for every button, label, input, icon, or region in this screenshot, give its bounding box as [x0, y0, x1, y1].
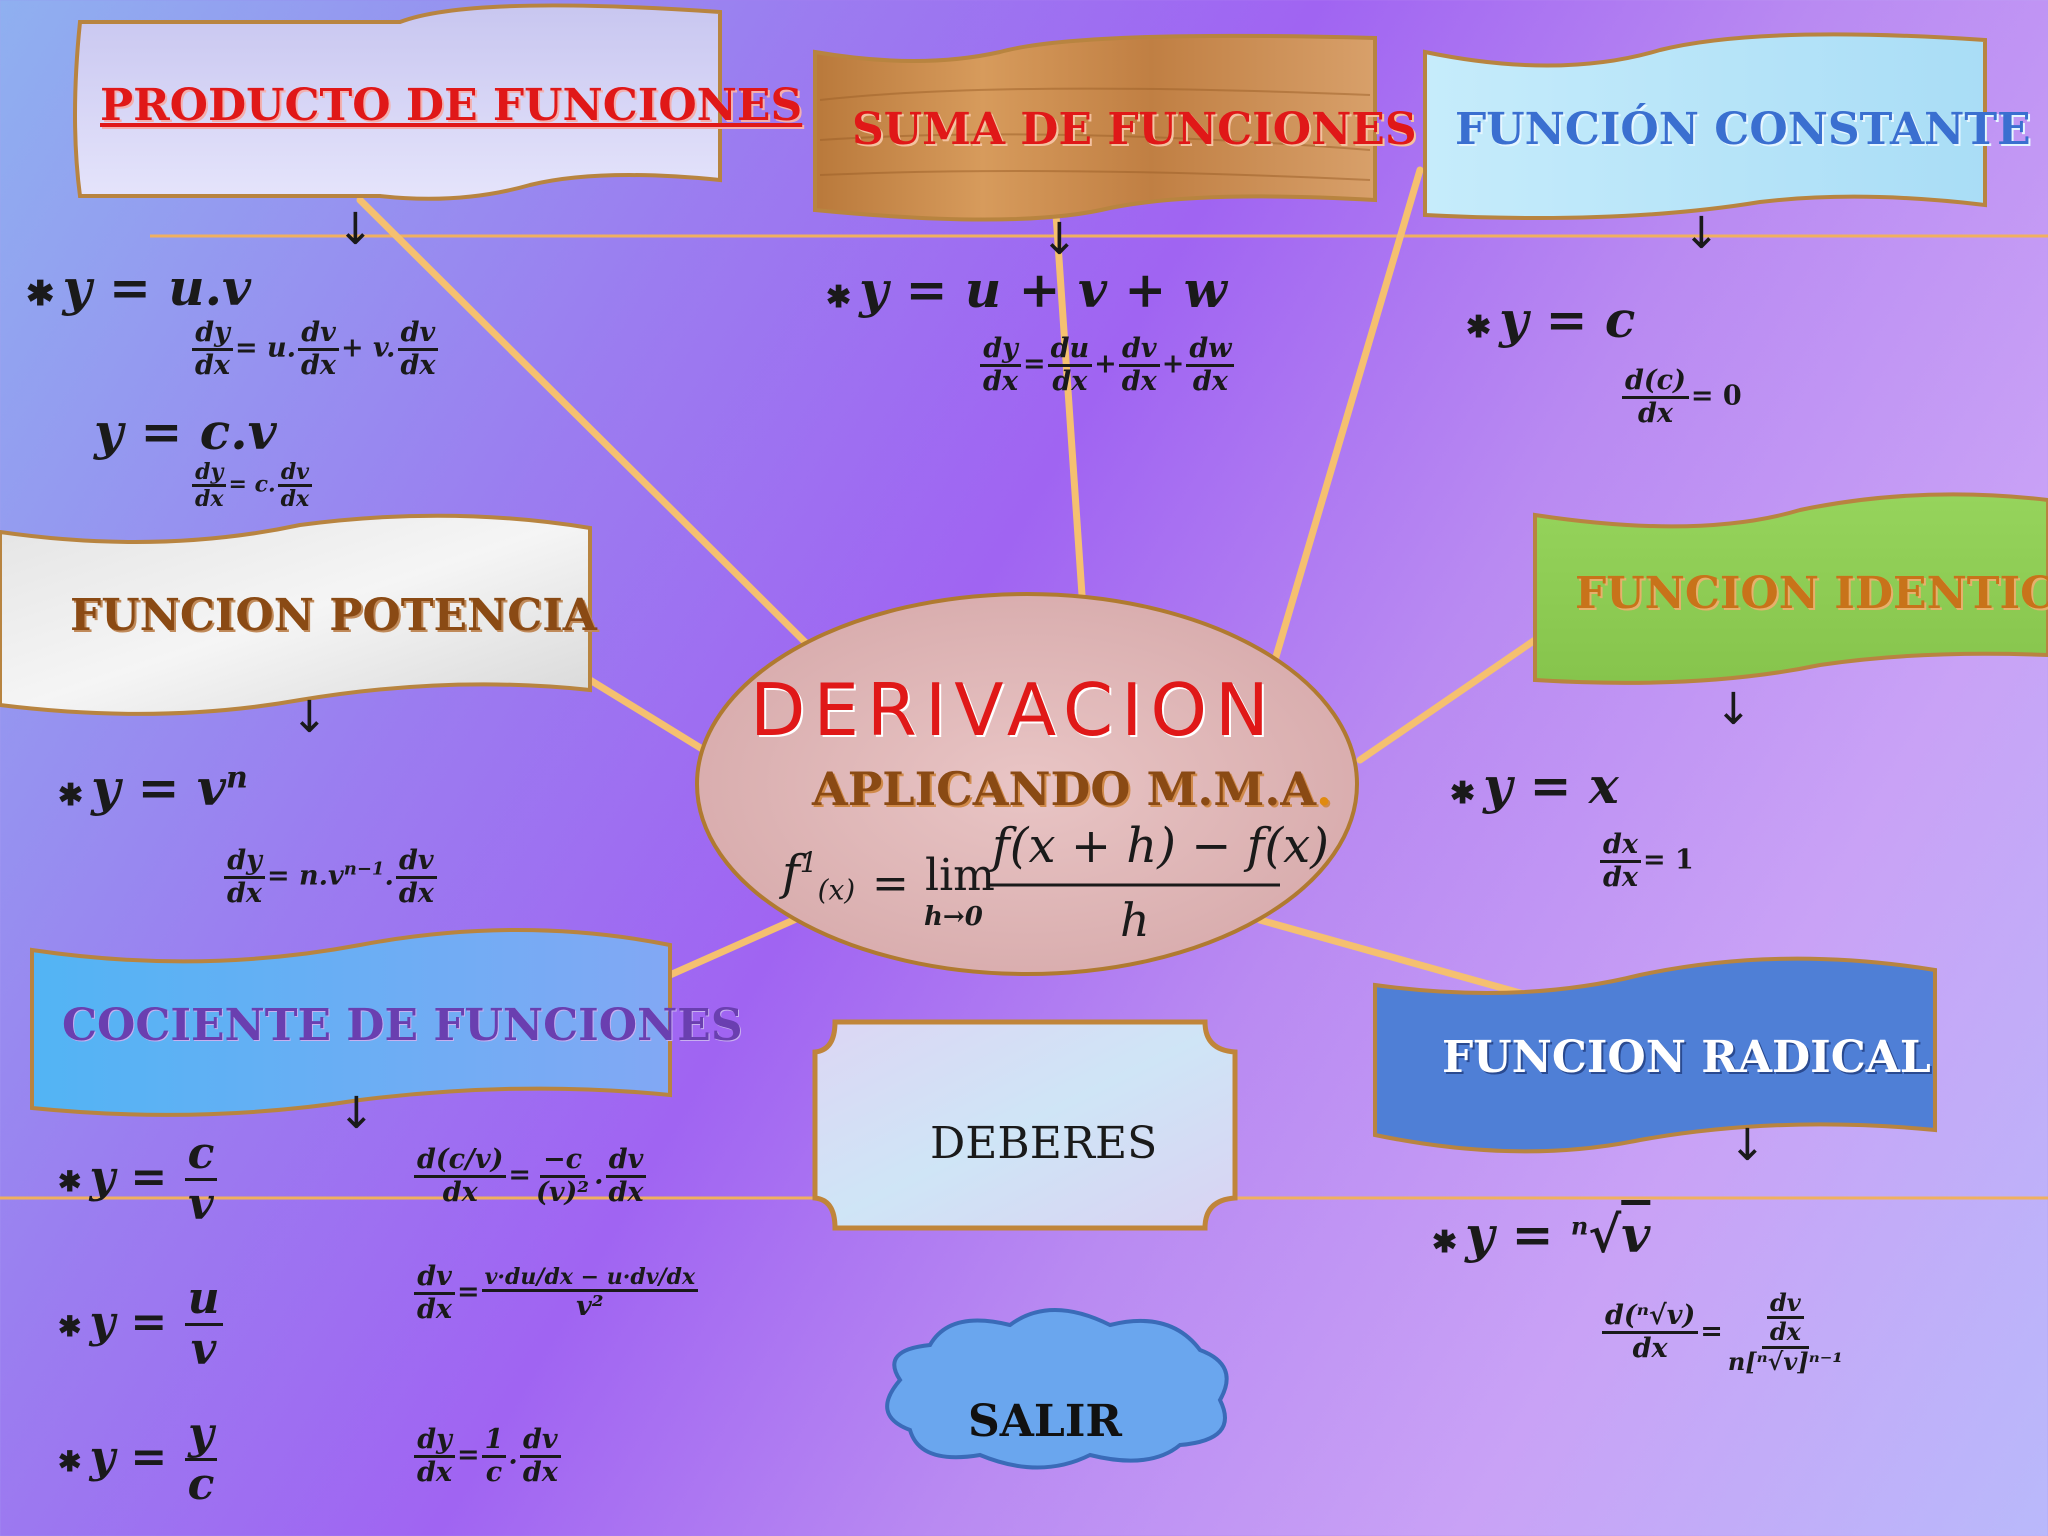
constante-banner — [1423, 32, 1987, 221]
cociente-banner — [30, 928, 672, 1117]
center-formula-numerator: f(x + h) − f(x) — [992, 818, 1329, 874]
center-formula-lim: lim — [925, 850, 995, 901]
bullet-icon: ✱ — [1432, 1225, 1458, 1260]
center-subtitle: APLICANDO M.M.A. — [812, 762, 1333, 816]
center-formula-denominator: h — [1120, 893, 1150, 947]
deberes-button[interactable]: DEBERES — [930, 1118, 1158, 1169]
center-formula-eq: = — [872, 858, 909, 909]
potencia-arrow-icon: ↓ — [291, 692, 328, 743]
radical-banner — [1373, 956, 1937, 1154]
producto-title[interactable]: PRODUCTO DE FUNCIONES — [100, 80, 803, 131]
salir-button[interactable]: SALIR — [968, 1396, 1122, 1447]
bullet-icon: ✱ — [1450, 776, 1476, 811]
identica-title[interactable]: FUNCION IDENTICA — [1575, 568, 2048, 619]
suma-title[interactable]: SUMA DE FUNCIONES — [852, 104, 1417, 155]
producto-eq2: y = c.v — [94, 402, 277, 461]
identica-eq1: ✱y = x — [1450, 756, 1619, 815]
cociente-title[interactable]: COCIENTE DE FUNCIONES — [62, 1000, 743, 1051]
cociente-arrow-icon: ↓ — [338, 1088, 375, 1139]
constante-arrow-icon: ↓ — [1683, 208, 1720, 259]
potencia-banner — [0, 513, 592, 716]
radical-eq1: ✱y = n√v — [1432, 1205, 1651, 1264]
deberes-plaque — [812, 1019, 1238, 1231]
bullet-icon: ✱ — [58, 1165, 82, 1199]
bullet-icon: ✱ — [26, 274, 55, 314]
bullet-icon: ✱ — [826, 280, 852, 315]
potencia-eq1: ✱y = vn — [58, 758, 248, 817]
suma-arrow-icon: ↓ — [1041, 214, 1078, 265]
center-formula-lim-sub: h→0 — [924, 902, 983, 932]
bullet-icon: ✱ — [58, 1310, 82, 1344]
center-formula-lhs: f1(x) — [782, 845, 856, 907]
potencia-title[interactable]: FUNCION POTENCIA — [70, 590, 597, 641]
constante-derivative: d(c)dx= 0 — [1620, 366, 1742, 428]
salir-cloud — [885, 1308, 1229, 1470]
identica-banner — [1533, 492, 2048, 685]
producto-arrow-icon: ↓ — [337, 204, 374, 255]
suma-eq1: ✱y = u + v + w — [826, 260, 1227, 319]
constante-title[interactable]: FUNCIÓN CONSTANTE — [1455, 104, 2031, 155]
identica-arrow-icon: ↓ — [1715, 684, 1752, 735]
suma-banner — [813, 33, 1377, 222]
center-title: DERIVACION — [750, 668, 1277, 752]
center-ellipse — [695, 592, 1359, 976]
radical-arrow-icon: ↓ — [1729, 1120, 1766, 1171]
radical-title[interactable]: FUNCION RADICAL — [1442, 1032, 1931, 1083]
producto-banner — [73, 3, 722, 201]
bullet-icon: ✱ — [58, 1445, 82, 1479]
bullet-icon: ✱ — [58, 778, 84, 813]
producto-eq1: ✱y = u.v — [26, 258, 252, 317]
constante-eq1: ✱y = c — [1466, 290, 1636, 349]
bullet-icon: ✱ — [1466, 310, 1492, 345]
